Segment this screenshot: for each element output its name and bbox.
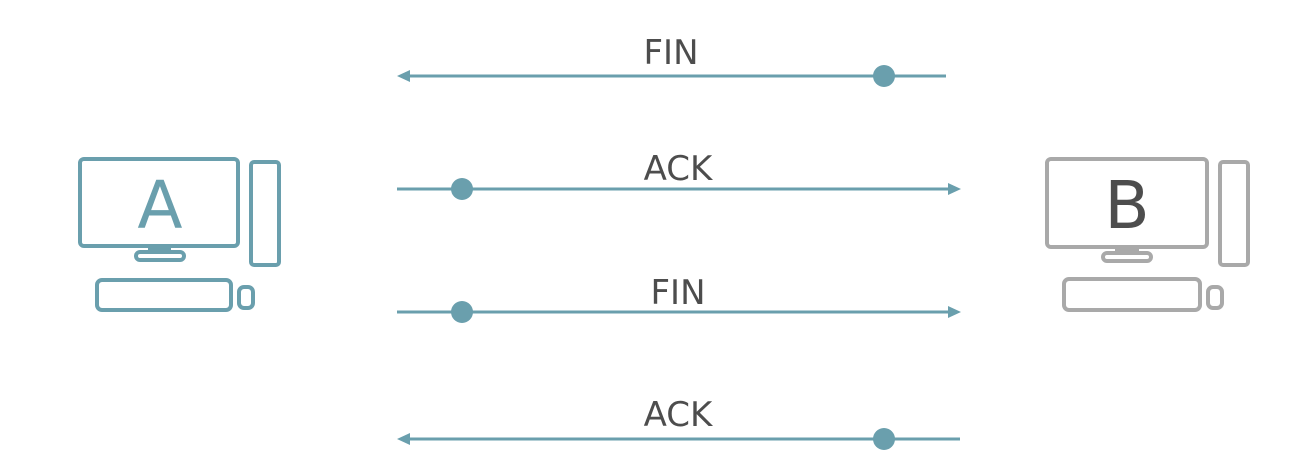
computer-a-monitor <box>78 157 240 248</box>
computer-a-keyboard <box>95 278 233 312</box>
computer-a-mouse-icon <box>237 285 255 310</box>
arrow-4-head-icon <box>397 433 410 445</box>
arrow-3-label: FIN <box>650 273 705 313</box>
computer-a-tower <box>249 160 281 267</box>
arrow-2-head-icon <box>948 183 961 195</box>
computer-b-tower <box>1218 160 1250 267</box>
arrow-2-label: ACK <box>644 149 714 189</box>
message-arrow-1: FIN <box>397 33 946 87</box>
arrow-2-origin-dot <box>451 178 473 200</box>
computer-b-keyboard <box>1062 277 1202 312</box>
arrow-1-head-icon <box>397 70 410 82</box>
message-arrow-3: FIN <box>397 273 961 323</box>
arrow-1-label: FIN <box>643 33 698 73</box>
arrow-3-origin-dot <box>451 301 473 323</box>
arrow-4-label: ACK <box>644 395 714 435</box>
arrow-1-origin-dot <box>873 65 895 87</box>
arrow-4-origin-dot <box>873 428 895 450</box>
computer-a-label: A <box>137 167 182 244</box>
computer-b-mouse-icon <box>1206 285 1224 310</box>
arrow-3-head-icon <box>948 306 961 318</box>
message-arrow-4: ACK <box>397 395 960 450</box>
computer-b-monitor <box>1045 157 1209 249</box>
computer-a-base <box>134 250 186 262</box>
computer-b-base <box>1101 251 1153 263</box>
computer-b-label: B <box>1104 167 1149 244</box>
computer-b: B <box>1045 157 1250 312</box>
message-arrow-2: ACK <box>397 149 961 200</box>
computer-a: A <box>78 157 281 312</box>
